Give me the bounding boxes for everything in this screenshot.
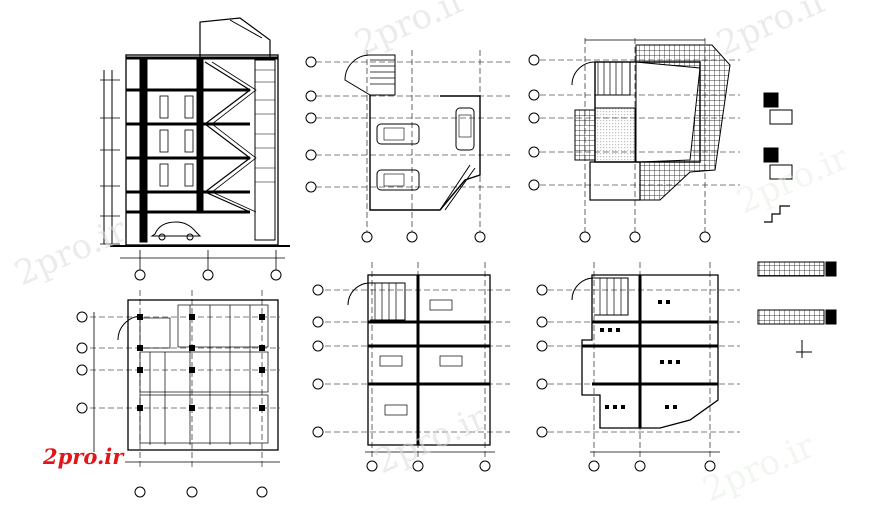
brand-logo-text: 2pro.ir [43, 444, 124, 469]
typical-plan-view [528, 38, 740, 243]
section-view [100, 17, 290, 281]
beam-plan-1-view [312, 262, 510, 472]
details-column [757, 92, 837, 358]
ground-plan-view [305, 50, 510, 243]
foundation-plan-view [76, 290, 280, 498]
beam-plan-2-view [536, 262, 740, 472]
